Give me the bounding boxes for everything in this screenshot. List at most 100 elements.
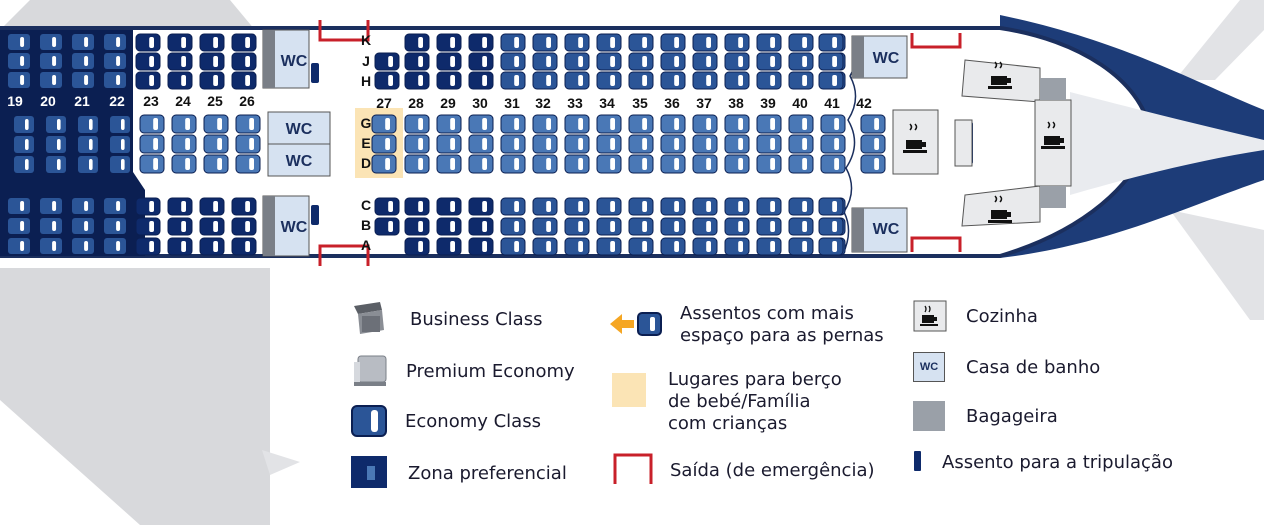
economy-seat[interactable] [596,52,622,71]
business-seat[interactable] [72,218,94,234]
wc-middle-upper[interactable] [267,111,331,145]
business-seat[interactable] [104,72,126,88]
economy-seat[interactable] [692,134,718,154]
economy-seat[interactable] [404,237,430,256]
business-seat[interactable] [110,136,130,153]
legroom-seat[interactable] [374,197,400,216]
economy-seat[interactable] [436,114,462,134]
economy-seat[interactable] [564,154,590,174]
business-seat[interactable] [110,156,130,173]
business-seat[interactable] [104,238,126,254]
economy-seat[interactable] [628,114,654,134]
economy-seat[interactable] [756,217,782,236]
economy-seat[interactable] [660,154,686,174]
economy-seat[interactable] [628,154,654,174]
economy-seat[interactable] [628,134,654,154]
economy-seat[interactable] [756,52,782,71]
business-seat[interactable] [40,53,62,69]
economy-seat[interactable] [203,114,229,134]
economy-seat[interactable] [404,52,430,71]
economy-seat[interactable] [436,52,462,71]
business-seat[interactable] [72,53,94,69]
economy-seat[interactable] [756,134,782,154]
economy-seat[interactable] [532,237,558,256]
economy-seat[interactable] [660,237,686,256]
preferred-seat[interactable] [231,197,257,216]
preferred-seat[interactable] [231,71,257,90]
economy-seat[interactable] [756,197,782,216]
economy-seat[interactable] [628,71,654,90]
economy-seat[interactable] [660,71,686,90]
business-seat[interactable] [78,156,98,173]
economy-seat[interactable] [660,217,686,236]
economy-seat[interactable] [788,33,814,52]
preferred-seat[interactable] [231,52,257,71]
legroom-seat[interactable] [374,71,400,90]
economy-seat[interactable] [468,154,494,174]
economy-seat[interactable] [436,71,462,90]
economy-seat[interactable] [139,154,165,174]
business-seat[interactable] [8,72,30,88]
economy-seat[interactable] [756,154,782,174]
preferred-seat[interactable] [167,237,193,256]
economy-seat[interactable] [564,52,590,71]
economy-seat[interactable] [596,197,622,216]
economy-seat[interactable] [436,237,462,256]
crew-seat[interactable] [311,63,319,83]
economy-seat[interactable] [788,197,814,216]
economy-seat[interactable] [235,114,261,134]
business-seat[interactable] [8,198,30,214]
bassinet-seat[interactable] [371,134,397,154]
economy-seat[interactable] [436,217,462,236]
legroom-seat[interactable] [374,52,400,71]
economy-seat[interactable] [235,154,261,174]
business-seat[interactable] [14,116,34,133]
economy-seat[interactable] [500,197,526,216]
economy-seat[interactable] [724,197,750,216]
economy-seat[interactable] [692,71,718,90]
economy-seat[interactable] [818,33,844,52]
business-seat[interactable] [104,198,126,214]
wc-middle-lower[interactable] [267,143,331,177]
legroom-seat[interactable] [374,217,400,236]
economy-seat[interactable] [628,217,654,236]
economy-seat[interactable] [756,33,782,52]
economy-seat[interactable] [564,114,590,134]
economy-seat[interactable] [139,134,165,154]
preferred-seat[interactable] [199,33,225,52]
economy-seat[interactable] [532,197,558,216]
economy-seat[interactable] [235,134,261,154]
economy-seat[interactable] [404,197,430,216]
economy-seat[interactable] [404,114,430,134]
economy-seat[interactable] [818,237,844,256]
economy-seat[interactable] [532,52,558,71]
preferred-seat[interactable] [199,237,225,256]
economy-seat[interactable] [818,217,844,236]
business-seat[interactable] [46,116,66,133]
economy-seat[interactable] [788,217,814,236]
business-seat[interactable] [72,72,94,88]
exit-door[interactable] [910,236,962,252]
preferred-seat[interactable] [135,197,161,216]
bassinet-seat[interactable] [371,114,397,134]
preferred-seat[interactable] [231,33,257,52]
economy-seat[interactable] [788,134,814,154]
economy-seat[interactable] [436,33,462,52]
economy-seat[interactable] [139,114,165,134]
economy-seat[interactable] [468,217,494,236]
economy-seat[interactable] [596,154,622,174]
preferred-seat[interactable] [167,217,193,236]
economy-seat[interactable] [660,33,686,52]
economy-seat[interactable] [500,33,526,52]
exit-door[interactable] [318,20,370,42]
economy-seat[interactable] [692,33,718,52]
preferred-seat[interactable] [167,52,193,71]
economy-seat[interactable] [788,71,814,90]
economy-seat[interactable] [532,134,558,154]
preferred-seat[interactable] [231,237,257,256]
economy-seat[interactable] [564,71,590,90]
preferred-seat[interactable] [135,237,161,256]
preferred-seat[interactable] [167,197,193,216]
economy-seat[interactable] [468,237,494,256]
economy-seat[interactable] [203,134,229,154]
